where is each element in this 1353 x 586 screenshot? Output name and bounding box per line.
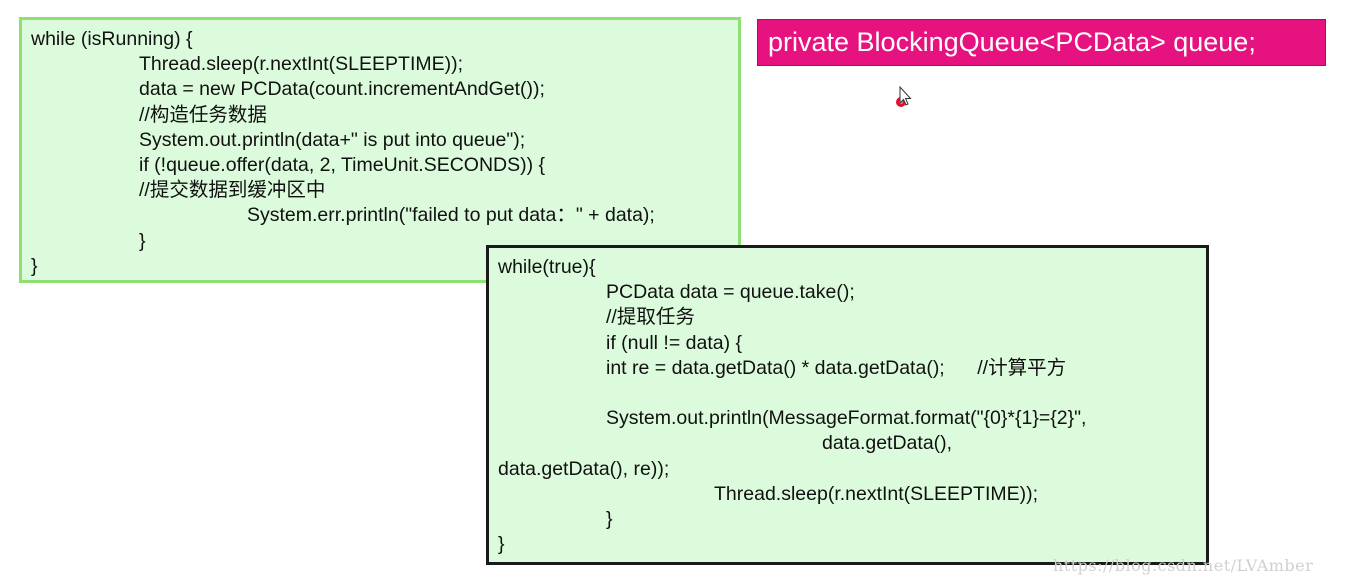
- code-line: data = new PCData(count.incrementAndGet(…: [139, 78, 545, 101]
- code-line: }: [139, 229, 146, 252]
- code-line: }: [31, 254, 38, 277]
- code-line: System.out.println(MessageFormat.format(…: [606, 407, 1087, 430]
- code-line: Thread.sleep(r.nextInt(SLEEPTIME));: [714, 482, 1039, 505]
- producer-code-box: while (isRunning) { Thread.sleep(r.nextI…: [19, 17, 741, 283]
- mouse-pointer-icon: [893, 85, 917, 112]
- code-comment: //构造任务数据: [139, 103, 267, 126]
- code-blank-line: [498, 381, 1206, 406]
- code-comment: //提取任务: [606, 306, 695, 329]
- consumer-code-box: while(true){ PCData data = queue.take();…: [486, 245, 1209, 565]
- code-line: }: [606, 507, 613, 530]
- code-line: System.err.println("failed to put data："…: [247, 204, 655, 227]
- code-line: PCData data = queue.take();: [606, 281, 855, 304]
- code-line: data.getData(),: [822, 432, 953, 455]
- code-line: if (null != data) {: [606, 331, 743, 354]
- code-line: }: [498, 533, 505, 556]
- code-line: System.out.println(data+" is put into qu…: [139, 128, 526, 151]
- code-line: Thread.sleep(r.nextInt(SLEEPTIME));: [139, 53, 464, 76]
- code-comment: //提交数据到缓冲区中: [139, 179, 326, 202]
- code-line: int re = data.getData() * data.getData()…: [606, 356, 1067, 379]
- code-line: data.getData(), re));: [498, 457, 670, 480]
- queue-declaration-banner: private BlockingQueue<PCData> queue;: [757, 19, 1326, 66]
- watermark-url: https://blog.csdn.net/LVAmber: [1053, 556, 1314, 575]
- code-line: while (isRunning) {: [31, 28, 193, 50]
- code-line: while(true){: [498, 256, 596, 278]
- code-line: if (!queue.offer(data, 2, TimeUnit.SECON…: [139, 153, 546, 176]
